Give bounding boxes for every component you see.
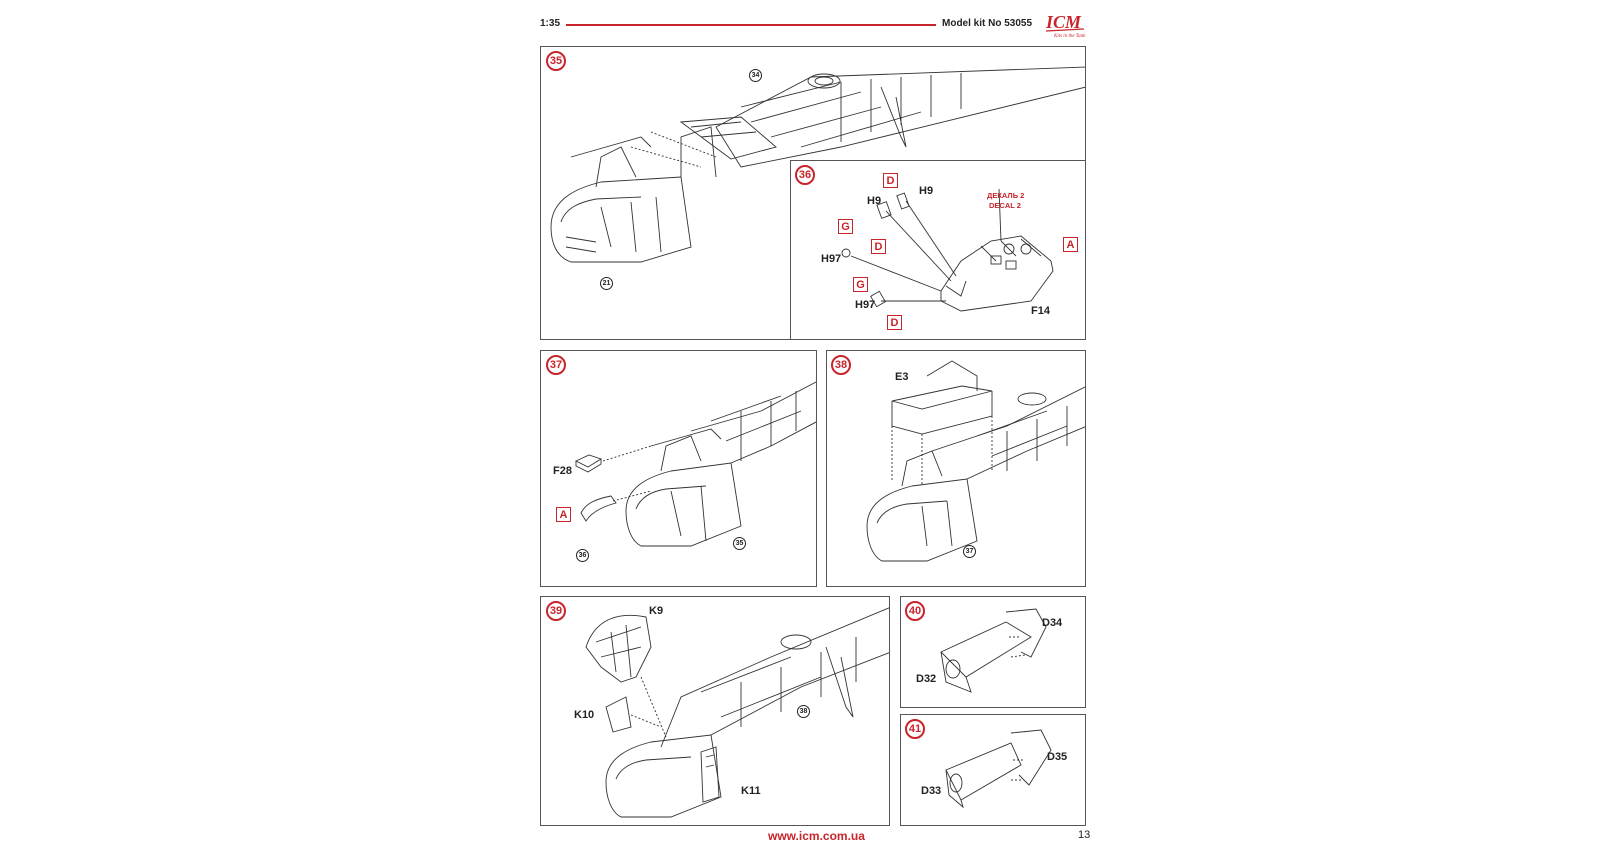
model-kit-number: Model kit No 53055	[942, 18, 1033, 29]
step-40-number: 40	[905, 601, 925, 621]
step-40-drawing	[940, 608, 1047, 693]
step-35-drawing	[550, 66, 1085, 263]
step-37-drawing	[574, 381, 816, 547]
step-37-number: 37	[546, 355, 566, 375]
step-36-drawing	[841, 188, 1054, 312]
step-39-panel: 39 K9 K10 K11 38	[540, 596, 890, 826]
step-36-part-h9-right: H9	[919, 185, 934, 197]
scale-label: 1:35	[540, 18, 561, 29]
step-36-box-d1: D	[883, 173, 898, 188]
step-40-part-d34: D34	[1042, 617, 1063, 629]
step-39-part-k9: K9	[649, 605, 664, 617]
icm-logo-icon: ICM Kits in the Tank	[1045, 12, 1086, 39]
page-number: 13	[1078, 829, 1091, 841]
step-39-drawing	[585, 607, 889, 818]
step-40-part-d32: D32	[916, 673, 937, 685]
step-36-decal-en: DECAL 2	[989, 201, 1021, 210]
step-36-decal-ru: ДЕКАЛЬ 2	[987, 191, 1025, 200]
step-36-part-h97-bottom: H97	[855, 299, 876, 311]
step-36-box-a: A	[1063, 237, 1078, 252]
step-41-number: 41	[905, 719, 925, 739]
step-40-panel: 40 D34 D32	[900, 596, 1086, 708]
step-36-part-f14: F14	[1031, 305, 1050, 317]
step-37-box-a: A	[556, 507, 571, 522]
step-36-number: 36	[795, 165, 815, 185]
step-38-panel: 38 E3 37	[826, 350, 1086, 587]
step-38-drawing	[866, 360, 1085, 562]
step-36-box-d3: D	[887, 315, 902, 330]
logo-text: ICM	[1045, 12, 1082, 32]
step-37-ref-35: 35	[733, 537, 746, 550]
step-39-ref-38: 38	[797, 705, 810, 718]
step-37-panel: 37 F28 A 36 35	[540, 350, 817, 587]
step-38-part-e3: E3	[895, 371, 909, 383]
step-36-panel: 36 D H9 H9 ДЕКАЛЬ 2 DECAL 2 G D A H97 G …	[790, 160, 1086, 340]
step-38-number: 38	[831, 355, 851, 375]
step-41-drawing	[945, 729, 1052, 809]
step-41-panel: 41 D35 D33	[900, 714, 1086, 826]
step-41-part-d33: D33	[921, 785, 942, 797]
step-36-part-h9-left: H9	[867, 195, 882, 207]
step-35-ref-34: 34	[749, 69, 762, 82]
step-39-number: 39	[546, 601, 566, 621]
step-41-part-d35: D35	[1047, 751, 1068, 763]
step-36-box-g2: G	[853, 277, 868, 292]
step-36-part-h97-top: H97	[821, 253, 842, 265]
step-35-number: 35	[546, 51, 566, 71]
step-39-part-k11: K11	[741, 785, 761, 797]
step-36-box-d2: D	[871, 239, 886, 254]
footer-website-link[interactable]: www.icm.com.ua	[768, 829, 865, 843]
step-37-part-f28: F28	[553, 465, 572, 477]
step-35-ref-21: 21	[600, 277, 613, 290]
step-36-box-g1: G	[838, 219, 853, 234]
step-37-ref-36: 36	[576, 549, 589, 562]
step-39-part-k10: K10	[574, 709, 595, 721]
logo-tagline: Kits in the Tank	[1053, 34, 1086, 39]
step-38-ref-37: 37	[963, 545, 976, 558]
header-rule	[566, 24, 936, 26]
